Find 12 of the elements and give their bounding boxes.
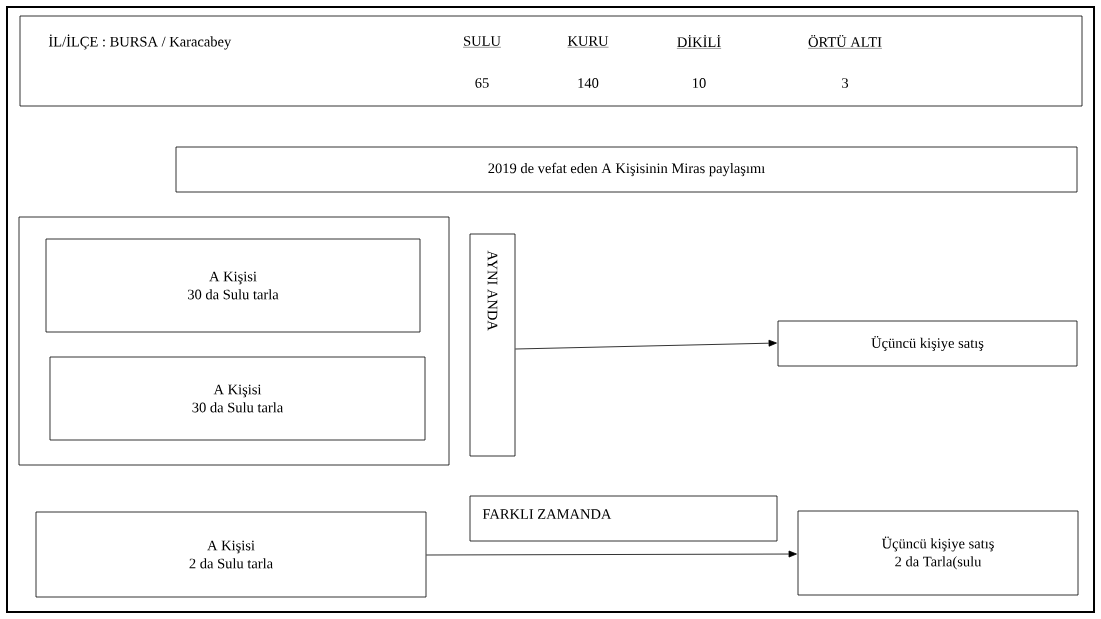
process-box: Üçüncü kişiye satış 2 da Tarla(sulu: [797, 510, 1079, 596]
process-box: A Kişisi 2 da Sulu tarla: [35, 511, 427, 598]
title-box: 2019 de vefat eden A Kişisinin Miras paylaşımı: [175, 146, 1078, 193]
process-box: A Kişisi 30 da Sulu tarla: [49, 356, 426, 441]
group-box: [18, 216, 450, 466]
process-box: A Kişisi 30 da Sulu tarla: [45, 238, 421, 333]
arrow: [515, 339, 777, 350]
process-box: Üçüncü kişiye satış: [777, 320, 1078, 367]
label-box: FARKLI ZAMANDA: [469, 495, 778, 542]
arrow: [426, 550, 797, 558]
header-box: İL/İLÇE : BURSA / Karacabey SULU KURU DİKİLİ ÖRTÜ ALTI 65 140 10 3: [19, 15, 1083, 107]
label-box: AYNI ANDA: [469, 233, 516, 457]
